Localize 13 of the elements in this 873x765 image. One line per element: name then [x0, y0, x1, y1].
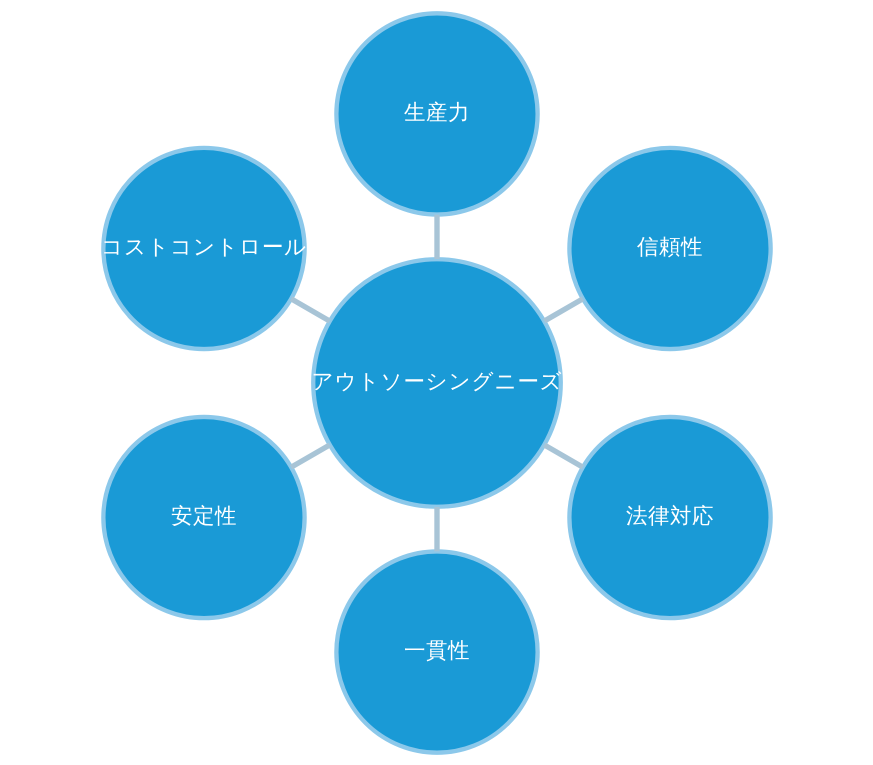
- connector: [289, 442, 331, 470]
- node-circle: 信頼性: [566, 145, 772, 351]
- connector: [542, 296, 584, 323]
- connector: [542, 442, 584, 470]
- node-circle: 生産力: [334, 10, 540, 216]
- connector: [434, 214, 440, 259]
- node-circle: 安定性: [100, 414, 306, 620]
- connector: [289, 296, 331, 323]
- connector: [434, 506, 440, 551]
- node-circle: 一貫性: [334, 548, 540, 754]
- node-circle: アウトソーシングニーズ: [310, 256, 562, 508]
- node-circle: 法律対応: [566, 414, 772, 620]
- node-circle: コストコントロール: [100, 145, 306, 351]
